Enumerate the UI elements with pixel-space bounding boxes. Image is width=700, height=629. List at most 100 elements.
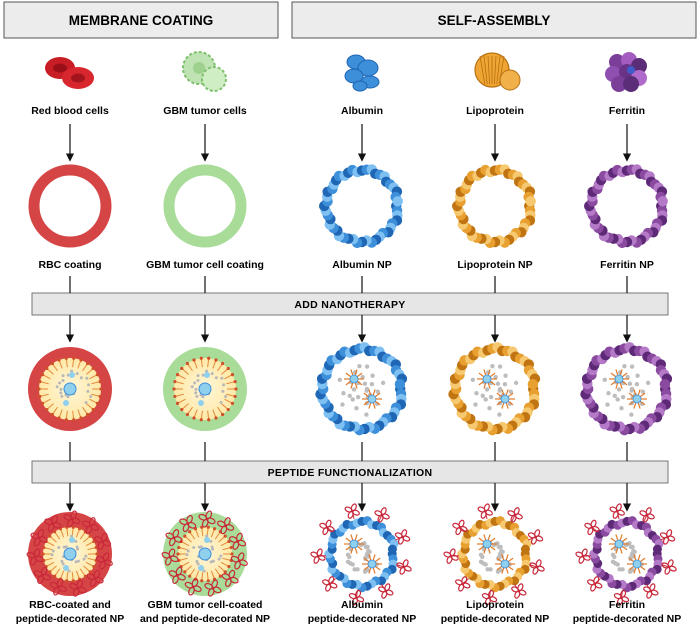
lipid-tail: [201, 571, 204, 580]
peptide-center: [488, 596, 491, 600]
decorated-np-lipoprotein: [443, 503, 545, 606]
lipid-tail: [224, 398, 232, 404]
carrier-label-albumin: Albumin NP: [332, 259, 392, 271]
red-blood-cells-icon: [45, 57, 94, 89]
final-label-rbc-line1: RBC-coated and: [29, 599, 111, 611]
lipid-tail: [207, 410, 210, 419]
drug-dot: [362, 569, 368, 574]
final-label-lipoprotein-line2: peptide-decorated NP: [441, 613, 550, 625]
drug-dot: [61, 562, 65, 566]
lipid-head: [38, 379, 42, 384]
albumin-bead: [394, 379, 406, 390]
drug-dot: [630, 544, 635, 550]
peptide-center: [93, 576, 97, 580]
lipoprotein-stripe: [487, 55, 490, 85]
lipid-head: [173, 394, 177, 399]
drug-dot: [75, 372, 79, 376]
drug-dot: [219, 401, 223, 405]
drug-dot: [210, 545, 214, 549]
lipid-tail: [212, 360, 217, 369]
lipid-head: [173, 379, 177, 384]
drug-dot: [629, 412, 634, 417]
peptide-center: [384, 589, 388, 593]
drug-dot: [221, 389, 225, 393]
lipid-head: [180, 366, 184, 371]
lipid-head: [234, 387, 238, 391]
drug-dot: [602, 377, 608, 383]
lipid-tail: [187, 364, 193, 372]
drug-dot: [480, 393, 485, 398]
peptide-center: [449, 554, 453, 558]
membrane-coating-header-box: [3, 1, 279, 39]
lipid-tail: [89, 374, 97, 380]
lipid-tail: [212, 409, 217, 418]
final-label-albumin-line2: peptide-decorated NP: [308, 613, 417, 625]
drug-cluster: [198, 547, 212, 561]
drug-micelle-core: [482, 374, 492, 384]
drug-dot: [612, 393, 617, 398]
lipid-tail: [217, 364, 223, 372]
lipid-head: [212, 527, 217, 531]
drug-dot: [484, 387, 490, 392]
peptide-center: [458, 526, 462, 529]
drug-dot: [50, 553, 54, 557]
drug-dot: [634, 382, 640, 387]
peptide-center: [517, 589, 521, 593]
drug-dot: [75, 545, 79, 549]
lipid-tail: [75, 570, 80, 579]
lipoprotein-stripe: [494, 55, 497, 85]
add-nanotherapy-label: ADD NANOTHERAPY: [294, 299, 405, 311]
drug-dot: [57, 545, 61, 549]
peptide-center: [402, 565, 406, 569]
column-rbc: [26, 57, 113, 597]
lipid-tail: [91, 393, 100, 397]
lipid-head: [65, 579, 69, 583]
ferritin-bead: [657, 196, 668, 207]
peptide-functionalization-label: PEPTIDE FUNCTIONALIZATION: [268, 467, 433, 479]
drug-dot: [84, 401, 88, 405]
drug-dot: [209, 539, 213, 543]
ferritin-subunit: [611, 76, 627, 92]
lipid-head: [40, 372, 45, 377]
drug-dot: [495, 381, 501, 386]
peptide-center: [101, 539, 105, 543]
lipid-tail: [44, 547, 53, 551]
lipid-tail: [218, 565, 225, 572]
loaded-np-ferritin: [580, 342, 673, 436]
drug-dot: [485, 567, 490, 572]
lipid-tail: [210, 529, 215, 538]
drug-dot: [347, 393, 352, 398]
lipid-head: [226, 366, 230, 371]
peptide-center: [40, 573, 44, 577]
lipid-head: [95, 401, 100, 406]
drug-dot: [351, 387, 357, 392]
drug-dot: [61, 379, 65, 383]
drug-dot: [627, 569, 633, 574]
drug-dot: [84, 554, 88, 558]
drug-cluster: [63, 565, 69, 571]
drug-dot: [58, 381, 62, 385]
drug-dot: [625, 374, 630, 380]
drug-dot: [493, 374, 498, 380]
lipid-tail: [210, 570, 215, 579]
lipid-tail: [52, 406, 58, 414]
lipid-tail: [85, 561, 94, 567]
lipid-head: [91, 407, 95, 412]
lipid-tail: [43, 398, 51, 404]
lipid-tail: [193, 360, 198, 369]
drug-dot: [629, 388, 634, 393]
drug-dot: [483, 397, 488, 402]
drug-dot: [345, 552, 351, 558]
drug-dot: [345, 559, 351, 564]
final-label-gbm-line1: GBM tumor cell-coated: [148, 599, 263, 611]
peptide-center: [615, 509, 619, 513]
drug-dot: [222, 383, 226, 387]
lipid-head: [221, 361, 225, 366]
drug-cluster: [198, 400, 204, 406]
peptide-center: [186, 522, 190, 525]
drug-cluster: [63, 547, 77, 561]
albumin-domain: [352, 80, 368, 92]
peptide-center: [228, 576, 232, 580]
lipid-tail: [60, 529, 65, 538]
